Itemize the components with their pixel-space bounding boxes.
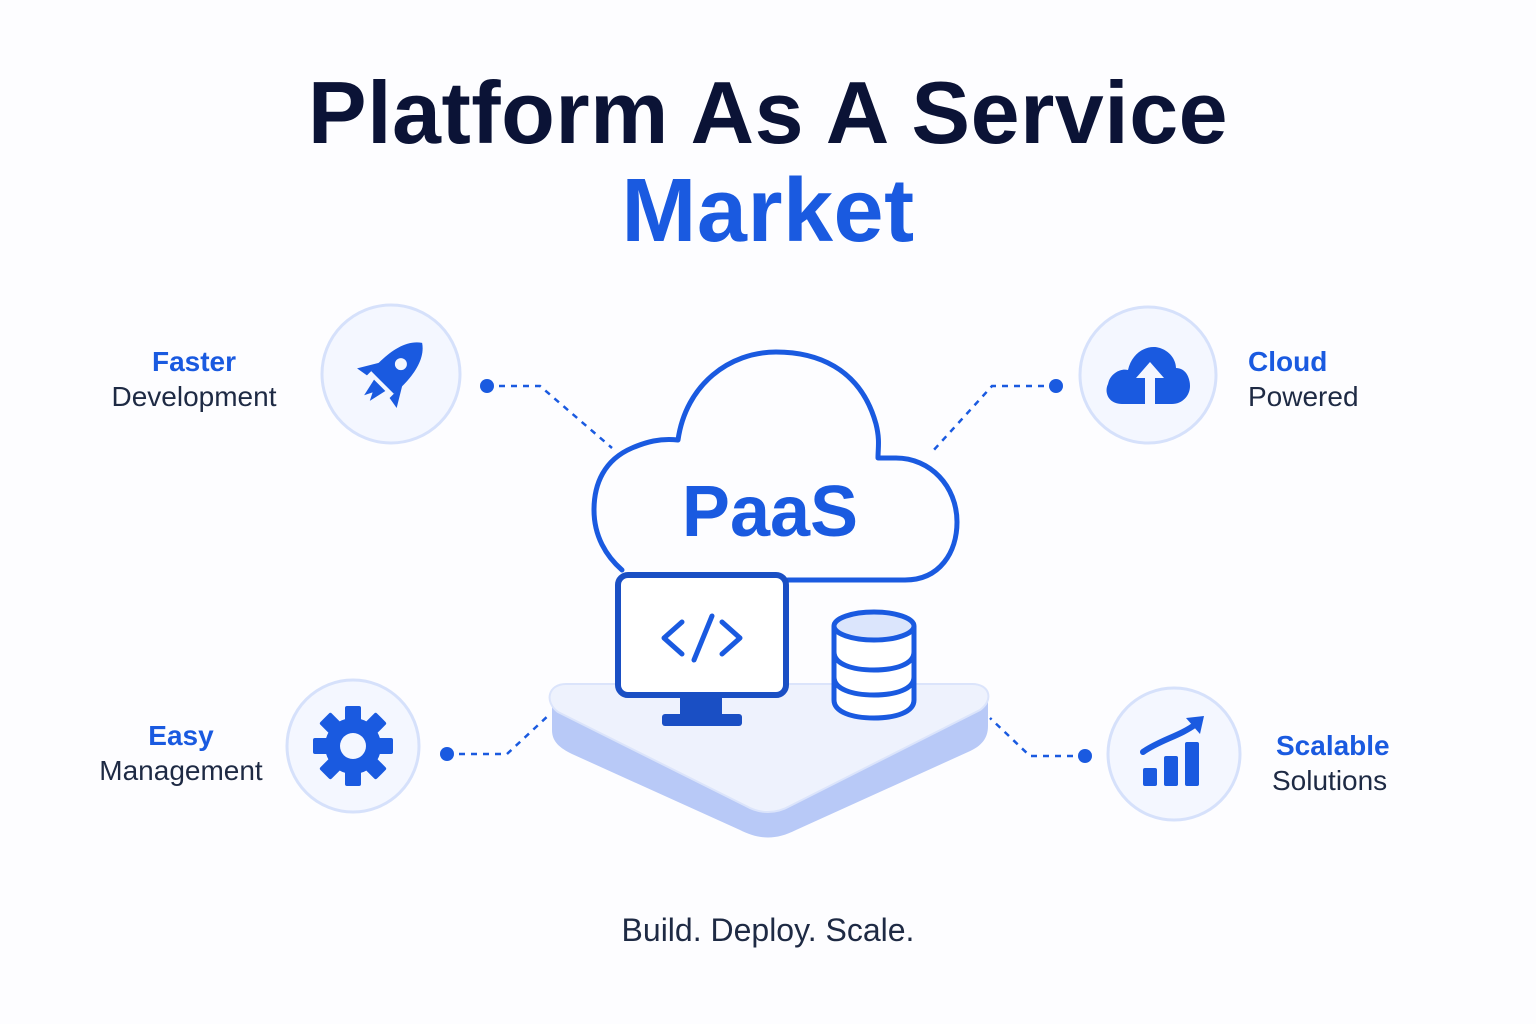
feature-scalable-text: Solutions bbox=[1272, 765, 1388, 796]
feature-circle-scalable bbox=[1106, 686, 1242, 822]
title-line-2: Market bbox=[621, 161, 915, 261]
platform-base bbox=[548, 683, 990, 838]
monitor-icon bbox=[615, 572, 789, 726]
connector-lines bbox=[447, 384, 1085, 758]
feature-easy: Easy Management bbox=[86, 718, 276, 788]
connector-dots bbox=[440, 379, 1092, 763]
growth-chart-icon bbox=[1140, 716, 1204, 786]
feature-cloud: Cloud Powered bbox=[1248, 344, 1448, 414]
paas-label: PaaS bbox=[682, 472, 858, 552]
title-line-1: Platform As A Service bbox=[307, 63, 1229, 162]
connector-dot bbox=[1049, 379, 1063, 393]
feature-circle-easy bbox=[285, 678, 421, 814]
connector-dot bbox=[480, 379, 494, 393]
cloud-shape: PaaS bbox=[591, 349, 960, 583]
connector-easy bbox=[447, 713, 551, 756]
code-brackets-icon bbox=[661, 613, 743, 663]
feature-easy-accent: Easy bbox=[148, 720, 214, 751]
feature-circle-faster bbox=[320, 303, 462, 445]
rocket-icon bbox=[357, 342, 423, 408]
feature-circle-cloud bbox=[1078, 305, 1218, 445]
feature-cloud-text: Powered bbox=[1248, 381, 1359, 412]
connector-faster bbox=[487, 384, 613, 449]
database-icon bbox=[831, 609, 917, 721]
connector-dot bbox=[440, 747, 454, 761]
feature-scalable: Scalable Solutions bbox=[1272, 728, 1472, 798]
feature-easy-text: Management bbox=[99, 755, 263, 786]
connector-dot bbox=[1078, 749, 1092, 763]
feature-faster: Faster Development bbox=[96, 344, 292, 414]
feature-faster-text: Development bbox=[111, 381, 277, 412]
cloud-upload-icon bbox=[1106, 346, 1190, 404]
gear-icon bbox=[313, 706, 393, 786]
feature-scalable-accent: Scalable bbox=[1276, 730, 1390, 761]
connector-scalable bbox=[989, 717, 1085, 758]
feature-faster-accent: Faster bbox=[151, 346, 237, 377]
feature-cloud-accent: Cloud bbox=[1248, 346, 1328, 377]
connector-cloud bbox=[931, 384, 1056, 453]
tagline: Build. Deploy. Scale. bbox=[621, 912, 915, 948]
